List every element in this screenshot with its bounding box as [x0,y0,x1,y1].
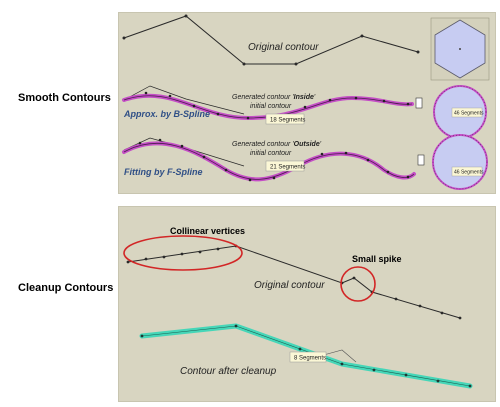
original-contour-label: Original contour [248,42,319,53]
fspline-original-hint [123,137,245,167]
bspline-circle-segments-label: 46 Segments [454,111,484,117]
collinear-label: Collinear vertices [170,226,245,236]
section-label-cleanup: Cleanup Contours [18,282,114,294]
cleanup-segments-label: 8 Segments [294,356,326,362]
bspline-contour-core [123,95,413,119]
fspline-caption-prefix: Generated contour ' [232,141,294,148]
bspline-method-label: Approx. by B-Spline [123,109,210,119]
bspline-segments-label: 18 Segments [270,118,305,124]
fspline-caption-mode: Outside [294,141,320,148]
section-label-smooth: Smooth Contours [18,92,111,104]
hexagon-center [459,48,461,50]
fspline-circle-edge [432,134,488,190]
collinear-highlight [123,235,243,271]
bspline-end-marker [415,97,423,109]
spike-label: Small spike [352,254,402,264]
bspline-caption-prefix: Generated contour ' [232,94,294,101]
fspline-end-marker [417,154,425,166]
bspline-caption: Generated contour 'Inside' [232,94,316,101]
original-contour-line [123,15,419,65]
bspline-circle-edge [433,85,487,139]
fspline-caption: Generated contour 'Outside' [232,141,322,148]
fspline-caption-suffix: ' [320,141,322,148]
bspline-segments-box [265,113,305,125]
cleanup-after-label: Contour after cleanup [180,366,277,377]
fspline-method-label: Fitting by F-Spline [124,167,203,177]
cleanup-segments-box [289,351,327,363]
fspline-caption-line2: initial contour [250,150,292,157]
fspline-circle-segments-box [451,166,483,177]
spike-highlight [340,266,376,302]
cleanup-panel [118,206,496,402]
fspline-segments-label: 21 Segments [270,165,305,171]
bspline-caption-suffix: ' [314,94,316,101]
cleanup-original-label: Original contour [254,280,325,291]
bspline-original-hint [123,85,245,115]
bspline-caption-line2: initial contour [250,103,292,110]
bspline-circle-segments-box [451,107,483,118]
fspline-segments-box [265,160,305,172]
cleanup-result-vertices [140,324,472,388]
original-contour-vertices [122,14,420,66]
bspline-caption-mode: Inside [294,94,314,101]
cleanup-spike-ghost [319,349,357,363]
fspline-circle-segments-label: 46 Segments [454,170,484,176]
